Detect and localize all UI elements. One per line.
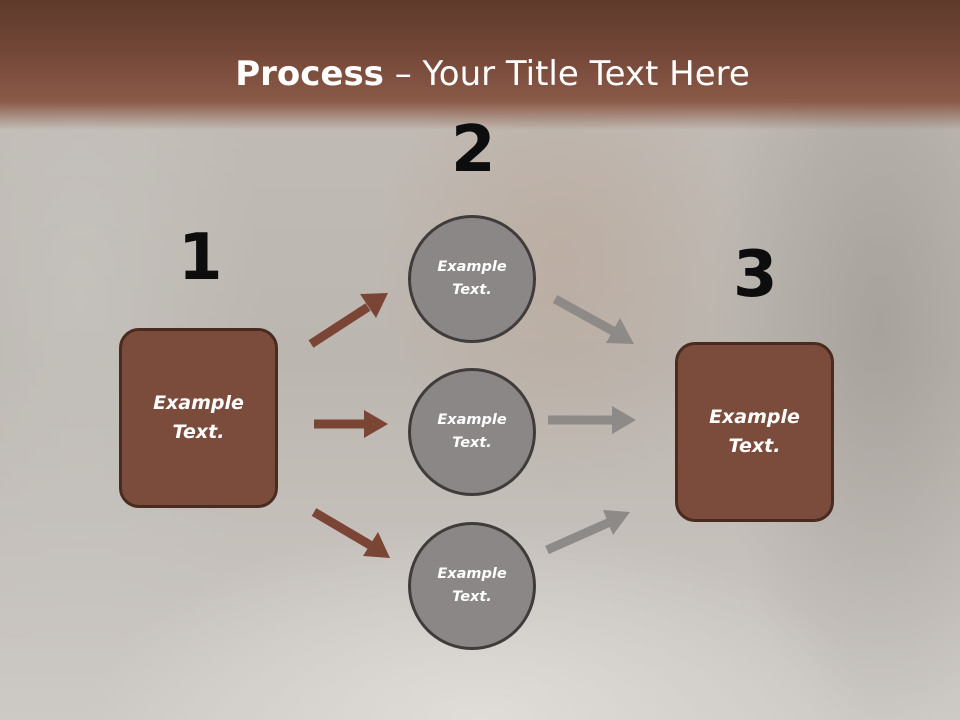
slide-title: Process – Your Title Text Here [0, 52, 960, 96]
step3-box-text: Example Text. [709, 406, 800, 457]
step2-circle-top-text: Example Text. [437, 259, 507, 298]
step-number-1: 1 [178, 221, 223, 295]
step3-box: Example Text. [675, 342, 834, 522]
arrow-up-right-gray [545, 510, 630, 555]
title-rest: – Your Title Text Here [383, 54, 750, 94]
title-bold: Process [235, 54, 384, 94]
step2-circle-middle-text: Example Text. [437, 412, 507, 451]
arrow-up-right-brown [308, 293, 388, 348]
step2-circle-bottom-text: Example Text. [437, 566, 507, 605]
header-band [0, 0, 960, 130]
step2-circle-middle: Example Text. [408, 368, 536, 496]
step-number-2: 2 [451, 113, 496, 187]
step-number-3: 3 [733, 238, 778, 312]
step2-circle-top: Example Text. [408, 215, 536, 343]
arrow-down-right-brown [311, 508, 390, 558]
step2-circle-bottom: Example Text. [408, 522, 536, 650]
arrow-down-right-gray [552, 295, 634, 344]
step1-box-text: Example Text. [153, 392, 244, 443]
arrow-right-brown [314, 410, 388, 438]
arrow-right-gray [548, 406, 636, 434]
step1-box: Example Text. [119, 328, 278, 508]
